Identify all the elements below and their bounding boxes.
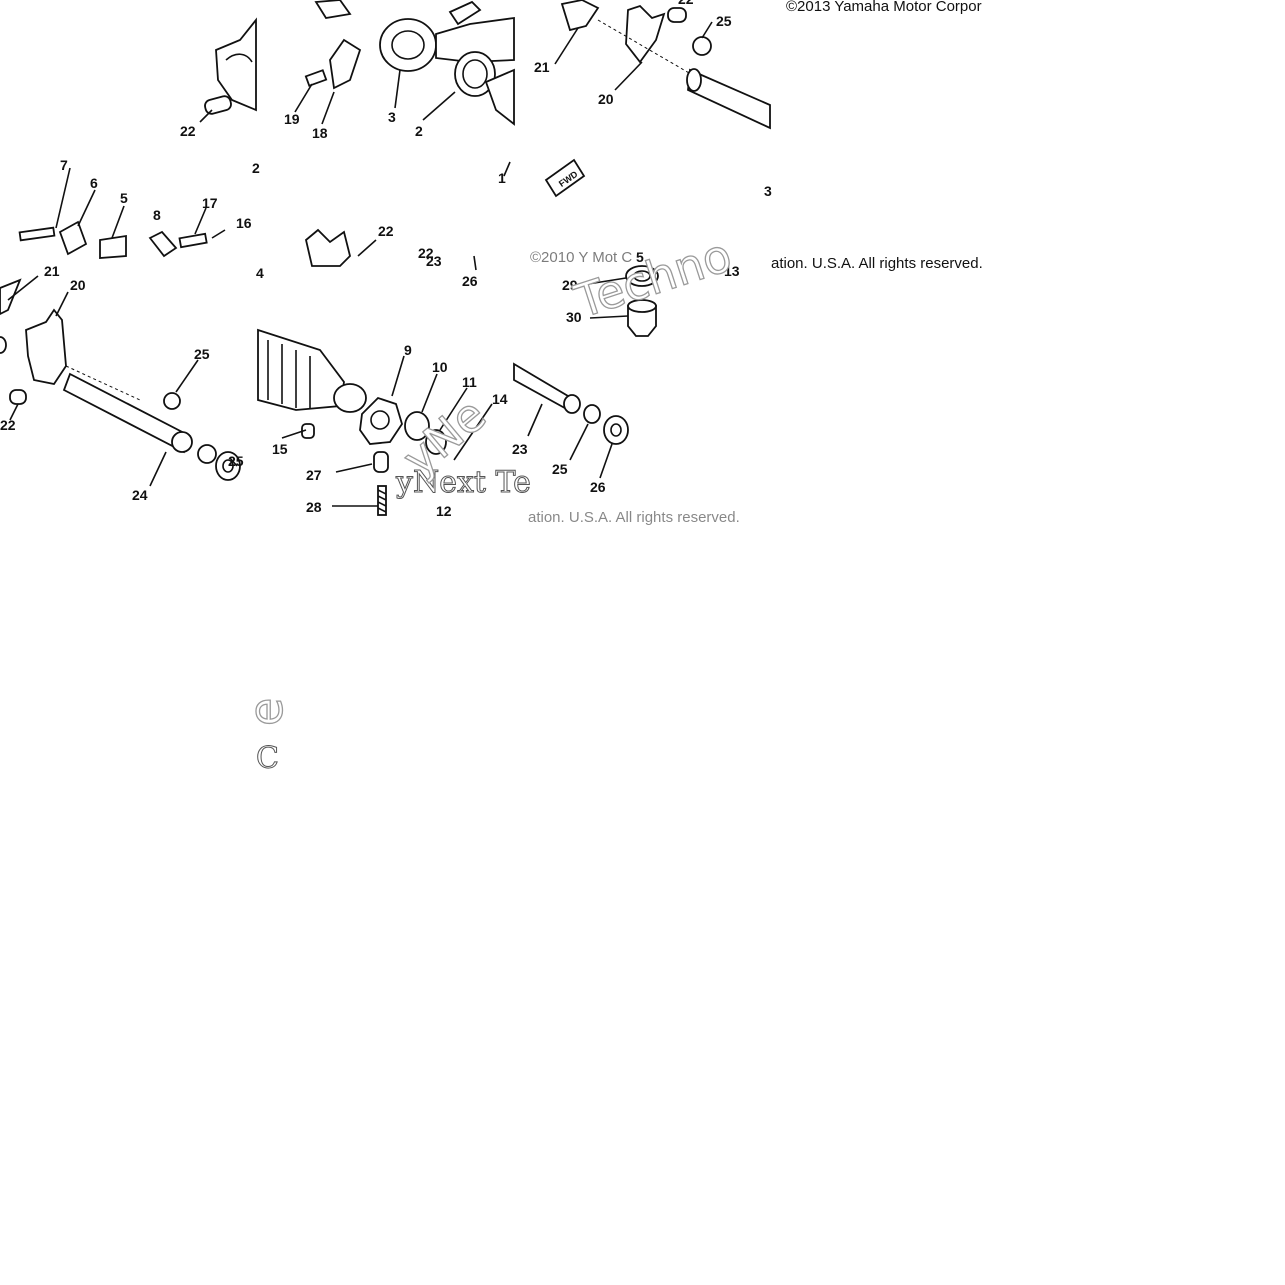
callout-30: 30 [566, 309, 582, 325]
callout-22: 22 [678, 0, 694, 7]
callout-25: 25 [716, 13, 732, 29]
callout-15: 15 [272, 441, 288, 457]
tile-9-shaft-end: 23 25 26 [512, 362, 629, 495]
guide-pin-part [204, 95, 232, 115]
shift-fork-part [0, 278, 22, 316]
callout-13: 13 [724, 263, 740, 279]
spring-part [377, 485, 387, 516]
circlip-part [692, 36, 712, 56]
callout-7: 7 [60, 157, 68, 173]
callout-5-fragment: 5 [636, 249, 644, 265]
shift-fork-part [625, 4, 666, 64]
tile-7-forks-shaft: 21 20 25 22 24 25 [0, 263, 244, 503]
callout-22: 22 [180, 123, 196, 139]
shift-shaft [62, 372, 192, 454]
callout-5: 5 [120, 190, 128, 206]
callout-20: 20 [70, 277, 86, 293]
guide-pin-part [667, 7, 687, 23]
tile-5-forks: 22 22 23 26 1 [304, 161, 511, 289]
callout-23: 23 [426, 253, 442, 269]
callout-11: 11 [462, 374, 477, 390]
circlip-part [197, 444, 217, 464]
tile-3-forks-shaft: 21 20 22 25 FWD [534, 0, 771, 198]
circlip-part [404, 411, 430, 441]
callout-22-b: 22 [418, 245, 434, 261]
spacer-part [215, 451, 241, 481]
callout-25: 25 [552, 461, 568, 477]
tile-8-cam-drum: 9 10 11 14 15 27 28 12 [257, 328, 508, 519]
callout-20: 20 [598, 91, 614, 107]
callout-23: 23 [512, 441, 528, 457]
shift-fork-part [25, 308, 67, 386]
callout-8: 8 [153, 207, 161, 223]
stopper-part [373, 451, 389, 473]
callout-22: 22 [378, 223, 394, 239]
fwd-arrow-icon: FWD [544, 158, 586, 198]
callout-12: 12 [436, 503, 452, 519]
callout-1: 1 [498, 170, 506, 186]
callout-16: 16 [236, 215, 252, 231]
circlip-part [163, 392, 181, 410]
callout-21: 21 [534, 59, 550, 75]
callout-28: 28 [306, 499, 322, 515]
callout-10: 10 [432, 359, 448, 375]
shift-fork-part [215, 17, 257, 112]
guide-pin-part [9, 389, 27, 405]
callout-14: 14 [492, 391, 508, 407]
shift-fork-part [304, 228, 351, 267]
tile-4-bolts: 7 6 5 8 17 16 2 4 [18, 157, 264, 281]
washer-part [425, 429, 447, 455]
watermark-next: yNext Te [395, 465, 531, 500]
copyright-middle: ation. U.S.A. All rights reserved. [771, 255, 983, 272]
shift-fork-part [560, 0, 600, 32]
bolt-part [18, 226, 56, 242]
callout-27: 27 [306, 467, 322, 483]
callout-3-fragment: 3 [764, 183, 772, 199]
tile-6-washer-plug: 3 29 30 13 5 [562, 183, 772, 337]
watermark-fragment-c: C [256, 741, 279, 776]
callout-21: 21 [44, 263, 60, 279]
callout-22: 22 [0, 417, 16, 433]
callout-17: 17 [202, 195, 218, 211]
bearing-part [454, 51, 496, 97]
callout-2-fragment: 2 [252, 160, 260, 176]
segment-plate [359, 396, 403, 445]
callout-4-fragment: 4 [256, 265, 264, 281]
callout-25-b: 25 [228, 453, 244, 469]
callout-9: 9 [404, 342, 412, 358]
callout-26: 26 [462, 273, 478, 289]
circlip-part [583, 404, 601, 424]
washer-part [625, 265, 659, 287]
copyright-partial-a: ©2010 Y Mot C [530, 249, 632, 266]
callout-18: 18 [312, 125, 328, 141]
bolt-part [178, 232, 208, 249]
tile-2-shift-cam: 19 18 3 2 [284, 0, 515, 141]
bolt-part [304, 69, 328, 87]
tile-1-shift-fork: 22 [180, 17, 257, 139]
callout-24: 24 [132, 487, 148, 503]
callout-25: 25 [194, 346, 210, 362]
callout-3: 3 [388, 109, 396, 125]
spacer-part [603, 415, 629, 445]
copyright-partial-b: ation. U.S.A. All rights reserved. [528, 509, 740, 526]
callout-19: 19 [284, 111, 300, 127]
shift-cam-drum [379, 18, 437, 72]
callout-26: 26 [590, 479, 606, 495]
copyright-top: ©2013 Yamaha Motor Corpor [786, 0, 982, 15]
shift-cam-drum [257, 328, 345, 411]
callout-29: 29 [562, 277, 578, 293]
callout-6: 6 [90, 175, 98, 191]
watermark-fragment-e: e [239, 698, 293, 726]
callout-2: 2 [415, 123, 423, 139]
